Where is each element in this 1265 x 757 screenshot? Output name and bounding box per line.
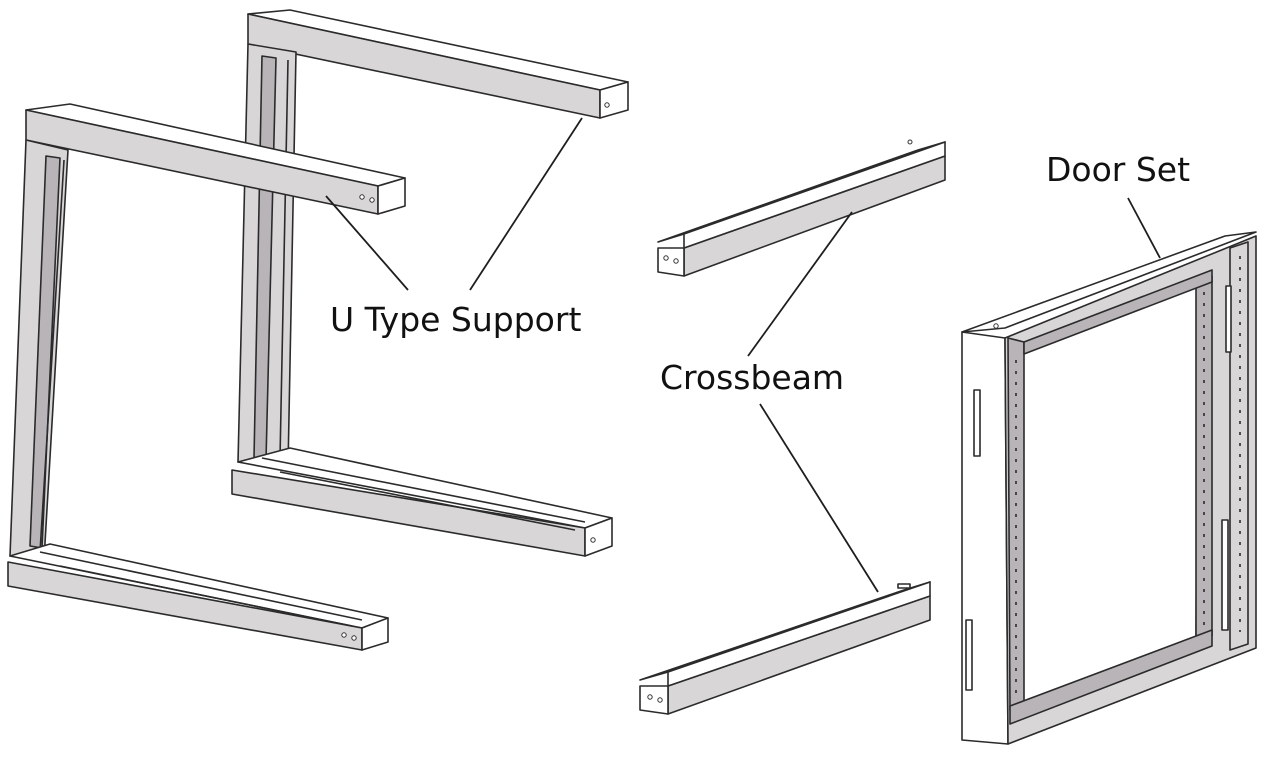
leader-crossbeam-top (747, 211, 853, 357)
label-crossbeam: Crossbeam (660, 358, 844, 397)
leader-u-support-front (325, 195, 409, 291)
label-door-set: Door Set (1046, 150, 1190, 189)
leader-crossbeam-bottom (759, 403, 879, 593)
leader-lines (325, 117, 1161, 593)
crossbeam-bottom (639, 581, 931, 715)
crossbeam-top (657, 139, 946, 277)
leader-u-support-rear (469, 117, 583, 291)
u-support-front (7, 103, 406, 651)
door-set (961, 231, 1257, 745)
leader-door-set (1127, 197, 1161, 259)
u-support-rear (231, 9, 629, 557)
label-u-type-support: U Type Support (330, 300, 581, 339)
